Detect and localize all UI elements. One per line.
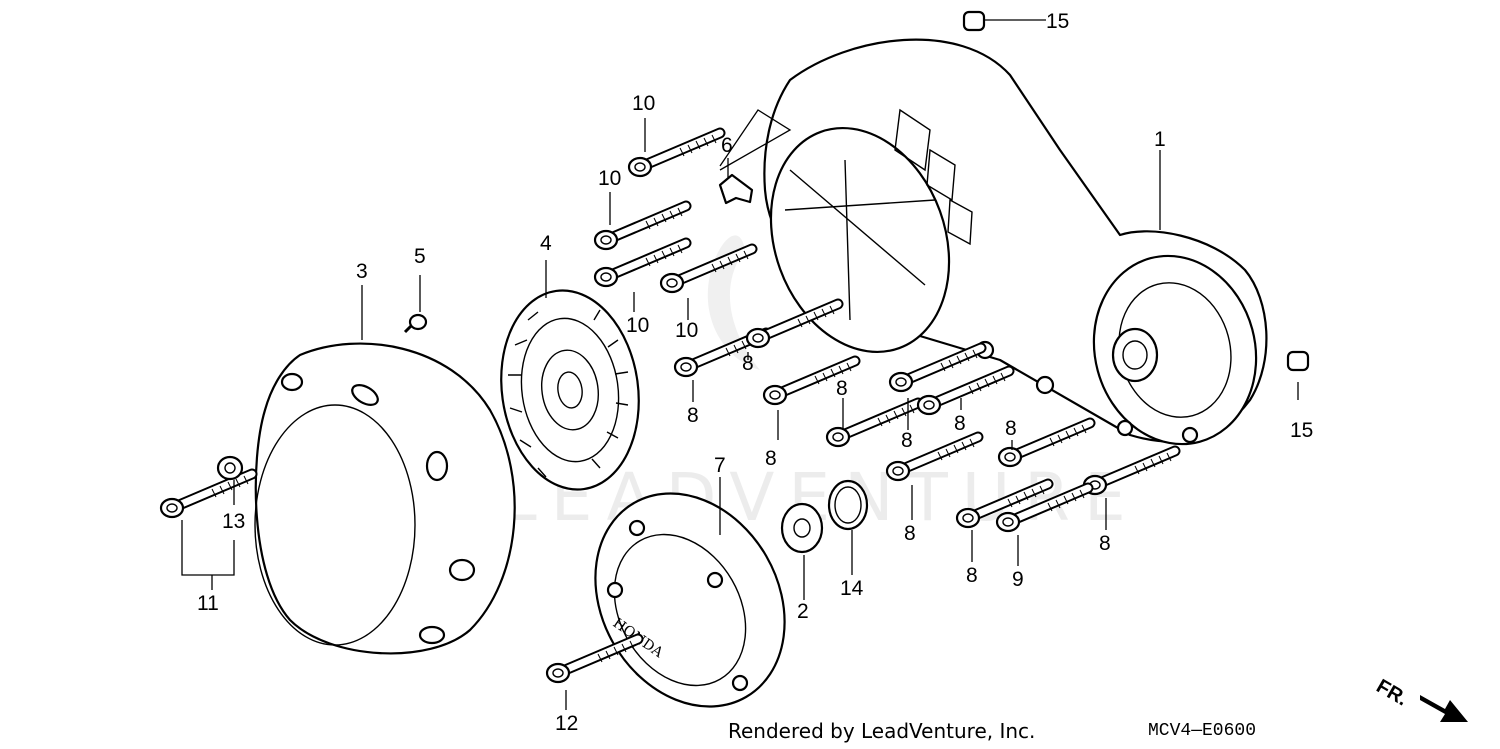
- callout-8-f: 8: [954, 412, 966, 435]
- bolt-8-f: [918, 371, 1009, 414]
- stator-disc: [500, 289, 640, 491]
- emblem-cover: HONDA: [594, 492, 786, 708]
- callout-8-b: 8: [742, 352, 754, 375]
- callout-10-c: 10: [626, 314, 649, 337]
- callout-1: 1: [1154, 128, 1166, 151]
- callout-10-d: 10: [675, 319, 698, 342]
- dowel-pin-right: [1286, 350, 1310, 372]
- part-2-plug: [780, 502, 824, 554]
- part-13-washer: [216, 455, 244, 481]
- bolt-10-b: [595, 206, 686, 249]
- callout-11: 11: [197, 592, 219, 615]
- footer-credit: Rendered by LeadVenture, Inc.: [728, 719, 1035, 743]
- callout-5: 5: [414, 245, 426, 268]
- direction-arrow-icon: [1420, 695, 1468, 722]
- part-6-clip: [718, 173, 754, 205]
- callout-8-d: 8: [836, 377, 848, 400]
- left-crankcase-cover: [254, 342, 516, 655]
- callout-8-j: 8: [1099, 532, 1111, 555]
- callout-7: 7: [714, 454, 726, 477]
- callout-8-a: 8: [687, 404, 699, 427]
- front-direction-indicator: FR.: [1373, 675, 1468, 722]
- callout-2: 2: [797, 600, 809, 623]
- callout-10-b: 10: [598, 167, 621, 190]
- callout-8-e: 8: [901, 429, 913, 452]
- bolt-10-a: [629, 133, 720, 176]
- callout-8-h: 8: [1005, 417, 1017, 440]
- diagram-code: MCV4—E0600: [1148, 721, 1256, 741]
- callout-15-right: 15: [1290, 419, 1313, 442]
- rear-cover-assembly: [763, 38, 1268, 446]
- callout-3: 3: [356, 260, 368, 283]
- callouts: 15 1 15 3 5 4 6 10 10 10 10 7 2 14 12 11…: [197, 10, 1313, 735]
- callout-14: 14: [840, 577, 864, 600]
- callout-12: 12: [555, 712, 578, 735]
- direction-label: FR.: [1373, 675, 1412, 710]
- part-5-bolt: [403, 313, 428, 334]
- part-14-o-ring: [827, 479, 869, 531]
- callout-6: 6: [721, 134, 733, 157]
- leader-lines: [181, 19, 1299, 710]
- callout-4: 4: [540, 232, 552, 255]
- callout-13: 13: [222, 510, 245, 533]
- dowel-pin-top: [962, 10, 986, 32]
- callout-8-c: 8: [765, 447, 777, 470]
- callout-8-g: 8: [904, 522, 916, 545]
- bolt-10-d: [661, 249, 752, 292]
- callout-10-a: 10: [632, 92, 655, 115]
- callout-15-top: 15: [1046, 10, 1069, 33]
- callout-9: 9: [1012, 568, 1024, 591]
- callout-8-i: 8: [966, 564, 978, 587]
